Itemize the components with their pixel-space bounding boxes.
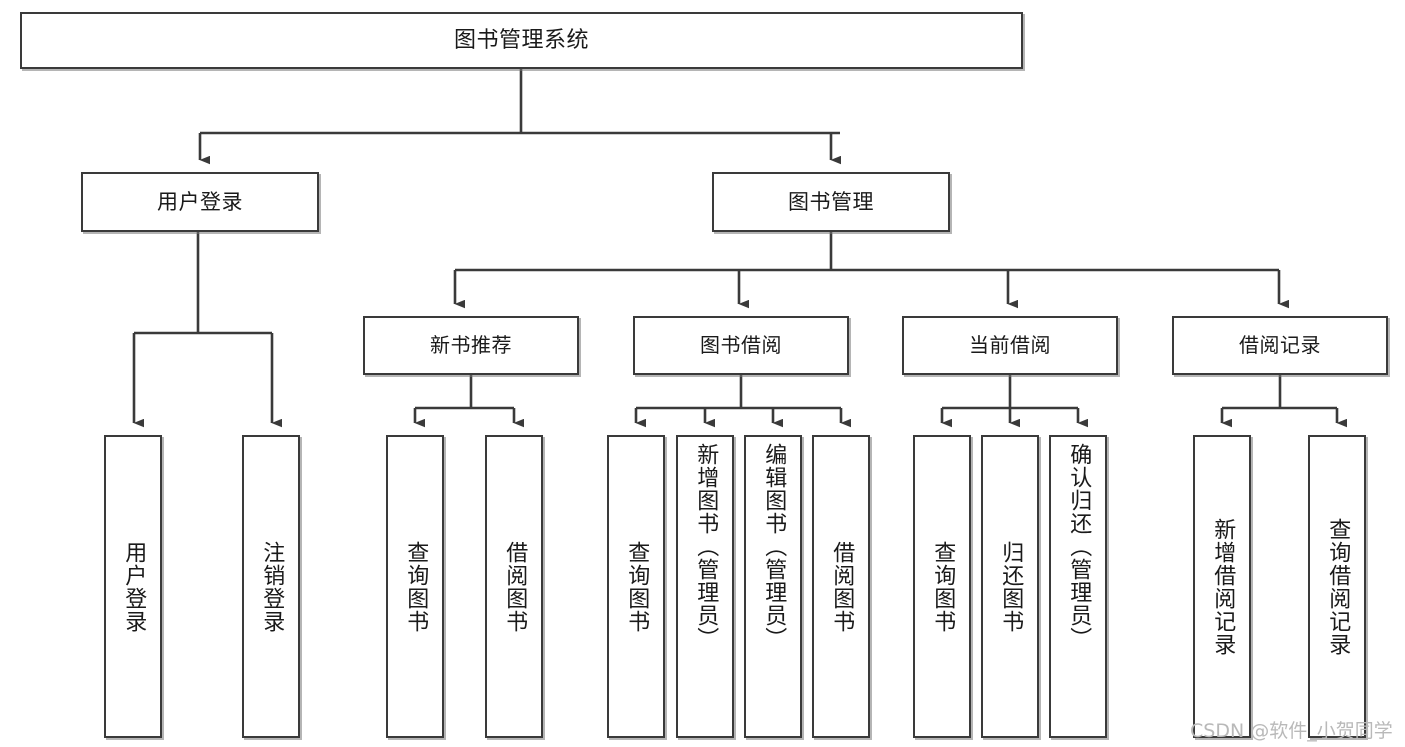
node-label: 借阅图书 — [502, 540, 528, 633]
node-leaf-query-borrow-record[interactable]: 查询借阅记录 — [1308, 435, 1366, 738]
node-root-system[interactable]: 图书管理系统 — [20, 12, 1023, 69]
node-leaf-borrow-book-recommend[interactable]: 借阅图书 — [485, 435, 543, 738]
node-leaf-query-book-recommend[interactable]: 查询图书 — [386, 435, 444, 738]
node-label: 编辑图书（管理员） — [761, 443, 787, 650]
node-borrow-record[interactable]: 借阅记录 — [1172, 316, 1388, 375]
node-label: 查询图书 — [930, 540, 956, 633]
node-label: 归还图书 — [998, 540, 1024, 633]
node-label: 注销登录 — [259, 540, 285, 633]
node-label: 查询图书 — [403, 540, 429, 633]
node-label: 确认归还（管理员） — [1066, 443, 1092, 650]
node-label: 新书推荐 — [430, 333, 512, 357]
node-label: 新增图书（管理员） — [693, 443, 719, 650]
node-label: 用户登录 — [157, 189, 243, 214]
node-label: 用户登录 — [121, 540, 147, 633]
node-leaf-confirm-return-admin[interactable]: 确认归还（管理员） — [1049, 435, 1107, 738]
csdn-watermark: CSDN @软件_小贺同学 — [1190, 720, 1393, 742]
node-user-login[interactable]: 用户登录 — [81, 172, 319, 232]
node-leaf-logout-login[interactable]: 注销登录 — [242, 435, 300, 738]
node-label: 借阅记录 — [1239, 333, 1321, 357]
node-leaf-query-book-borrow[interactable]: 查询图书 — [607, 435, 665, 738]
node-label: 图书借阅 — [700, 333, 782, 357]
node-book-manage[interactable]: 图书管理 — [712, 172, 950, 232]
node-leaf-query-book-current[interactable]: 查询图书 — [913, 435, 971, 738]
node-label: 借阅图书 — [829, 540, 855, 633]
node-leaf-add-borrow-record[interactable]: 新增借阅记录 — [1193, 435, 1251, 738]
node-leaf-edit-book-admin[interactable]: 编辑图书（管理员） — [744, 435, 802, 738]
node-label: 图书管理 — [788, 189, 874, 214]
node-leaf-add-book-admin[interactable]: 新增图书（管理员） — [676, 435, 734, 738]
node-label: 新增借阅记录 — [1210, 517, 1236, 656]
node-current-borrow[interactable]: 当前借阅 — [902, 316, 1118, 375]
node-leaf-borrow-book-borrow[interactable]: 借阅图书 — [812, 435, 870, 738]
node-label: 图书管理系统 — [453, 27, 589, 53]
node-label: 查询图书 — [624, 540, 650, 633]
node-label: 查询借阅记录 — [1325, 517, 1351, 656]
node-leaf-return-book[interactable]: 归还图书 — [981, 435, 1039, 738]
node-leaf-user-login[interactable]: 用户登录 — [104, 435, 162, 738]
node-new-book-recommend[interactable]: 新书推荐 — [363, 316, 579, 375]
node-book-borrow[interactable]: 图书借阅 — [633, 316, 849, 375]
node-label: 当前借阅 — [969, 333, 1051, 357]
